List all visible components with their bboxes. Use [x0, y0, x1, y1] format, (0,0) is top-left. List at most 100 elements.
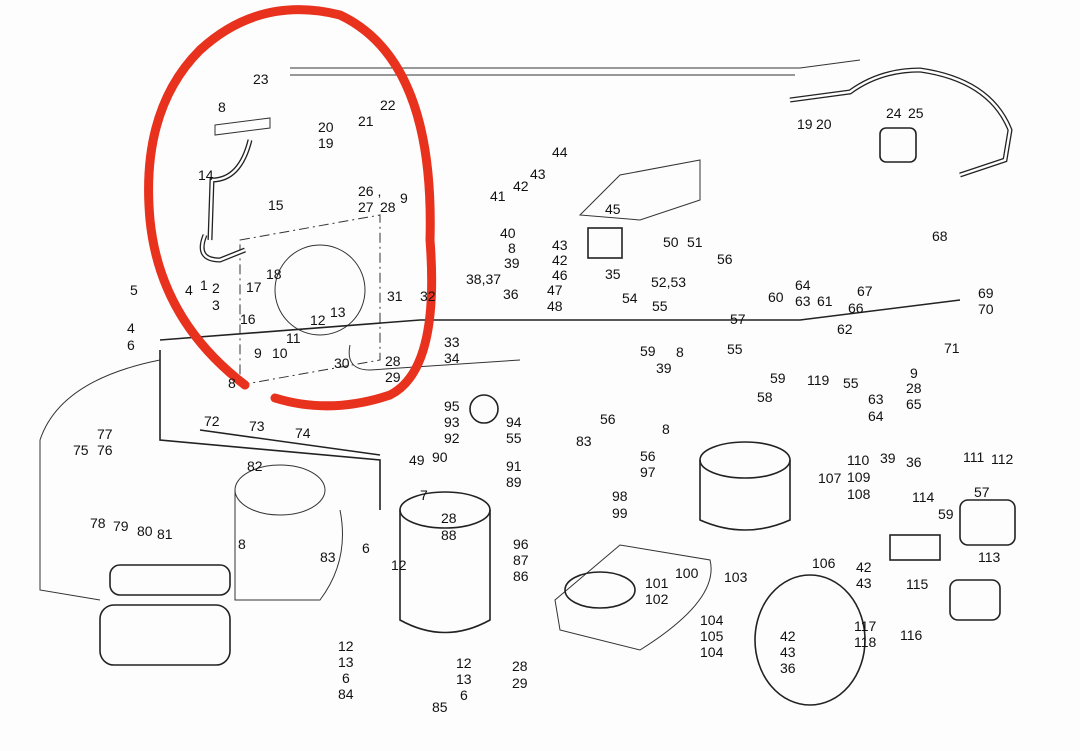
part-number-label: 46 [552, 267, 568, 283]
part-number-label: 8 [676, 344, 684, 360]
part-number-label: 39 [880, 450, 896, 466]
hose-highlight [208, 139, 252, 241]
part-number-label: 84 [338, 686, 354, 702]
part-number-label: 20 [318, 119, 334, 135]
part-number-label: 80 [137, 523, 153, 539]
part-number-label: 95 [444, 398, 460, 414]
valve [889, 534, 941, 561]
part-number-label: 114 [912, 489, 935, 505]
part-number-label: 56 [717, 251, 733, 267]
part-number-label: 12 [456, 655, 472, 671]
part-number-label: 68 [932, 228, 948, 244]
part-number-label: 92 [444, 430, 460, 446]
part-number-label: 32 [420, 288, 436, 304]
part-number-label: 97 [640, 464, 656, 480]
part-number-label: 8 [508, 240, 516, 256]
part-number-label: 39 [656, 360, 672, 376]
part-number-label: 6 [342, 670, 350, 686]
part-number-label: 77 [97, 426, 113, 442]
part-number-label: 8 [218, 99, 226, 115]
pipe [348, 344, 521, 371]
gauge [879, 127, 917, 163]
part-number-label: 117 [854, 618, 877, 634]
part-number-label: 6 [127, 337, 135, 353]
part-number-label: 8 [238, 536, 246, 552]
part-number-label: 89 [506, 474, 522, 490]
part-number-label: 102 [645, 591, 669, 607]
part-number-label: 61 [817, 293, 833, 309]
part-number-label: 29 [512, 675, 528, 691]
red-annotation-circle [144, 5, 437, 411]
part-number-label: 12 [391, 557, 407, 573]
part-number-label: 8 [228, 375, 236, 391]
part-number-label: 76 [97, 442, 113, 458]
part-number-label: 54 [622, 290, 638, 306]
part-number-label: 31 [387, 288, 403, 304]
part-number-label: 79 [113, 518, 129, 534]
part-number-label: 83 [320, 549, 336, 565]
part-number-label: 6 [362, 540, 370, 556]
cover-plate [554, 544, 712, 651]
part-number-label: 90 [432, 449, 448, 465]
part-number-label: 73 [249, 418, 265, 434]
part-number-label: 16 [240, 311, 256, 327]
cylinder [949, 579, 1001, 621]
part-number-label: 87 [513, 552, 529, 568]
part-number-label: 111 [963, 449, 984, 465]
part-number-label: 14 [198, 167, 214, 183]
part-number-label: 1 [200, 277, 208, 293]
part-number-label: 12 [310, 312, 326, 328]
part-number-label: 72 [204, 413, 220, 429]
fuel-tank-body [234, 490, 343, 601]
part-number-label: 59 [938, 506, 954, 522]
pipe [199, 429, 381, 456]
part-number-label: 83 [576, 433, 592, 449]
part-number-label: 74 [295, 425, 311, 441]
part-number-label: 43 [856, 575, 872, 591]
part-number-label: 64 [795, 277, 811, 293]
part-number-label: 20 [816, 116, 832, 132]
part-number-label: 22 [380, 97, 396, 113]
part-number-label: 116 [900, 627, 923, 643]
pressure-gauge [469, 394, 499, 424]
part-number-label: 52,53 [651, 274, 686, 290]
pump-body [699, 460, 791, 531]
part-number-label: 15 [268, 197, 284, 213]
part-number-label: 59 [640, 343, 656, 359]
part-number-label: 28 [906, 380, 922, 396]
part-number-label: 9 [254, 345, 262, 361]
part-number-label: 12 [338, 638, 354, 654]
part-number-label: 26 , [358, 183, 381, 199]
part-number-label: 55 [652, 298, 668, 314]
part-number-label: 42 [513, 178, 529, 194]
cylinder [959, 499, 1016, 546]
muffler-body [99, 604, 231, 666]
pump [699, 441, 791, 479]
part-number-label: 29 [385, 369, 401, 385]
part-number-label: 71 [944, 340, 960, 356]
part-number-label: 119 [807, 372, 830, 388]
part-number-label: 110 [847, 452, 870, 468]
part-number-label: 42 [856, 559, 872, 575]
part-number-label: 104 [700, 612, 724, 628]
part-number-label: 51 [687, 234, 703, 250]
part-number-label: 45 [605, 201, 621, 217]
part-number-label: 66 [848, 300, 864, 316]
part-number-label: 93 [444, 414, 460, 430]
part-number-label: 64 [868, 408, 884, 424]
part-number-label: 57 [730, 311, 746, 327]
part-number-label: 98 [612, 488, 628, 504]
part-number-label: 18 [266, 266, 282, 282]
part-number-label: 13 [456, 671, 472, 687]
part-number-label: 28 [512, 658, 528, 674]
part-number-label: 56 [600, 411, 616, 427]
part-number-label: 63 [868, 391, 884, 407]
part-number-label: 103 [724, 569, 748, 585]
part-number-label: 50 [663, 234, 679, 250]
part-number-label: 28 [385, 353, 401, 369]
part-number-label: 82 [247, 458, 263, 474]
part-number-label: 58 [757, 389, 773, 405]
part-number-label: 43 [780, 644, 796, 660]
part-number-label: 56 [640, 448, 656, 464]
part-number-label: 109 [847, 469, 871, 485]
